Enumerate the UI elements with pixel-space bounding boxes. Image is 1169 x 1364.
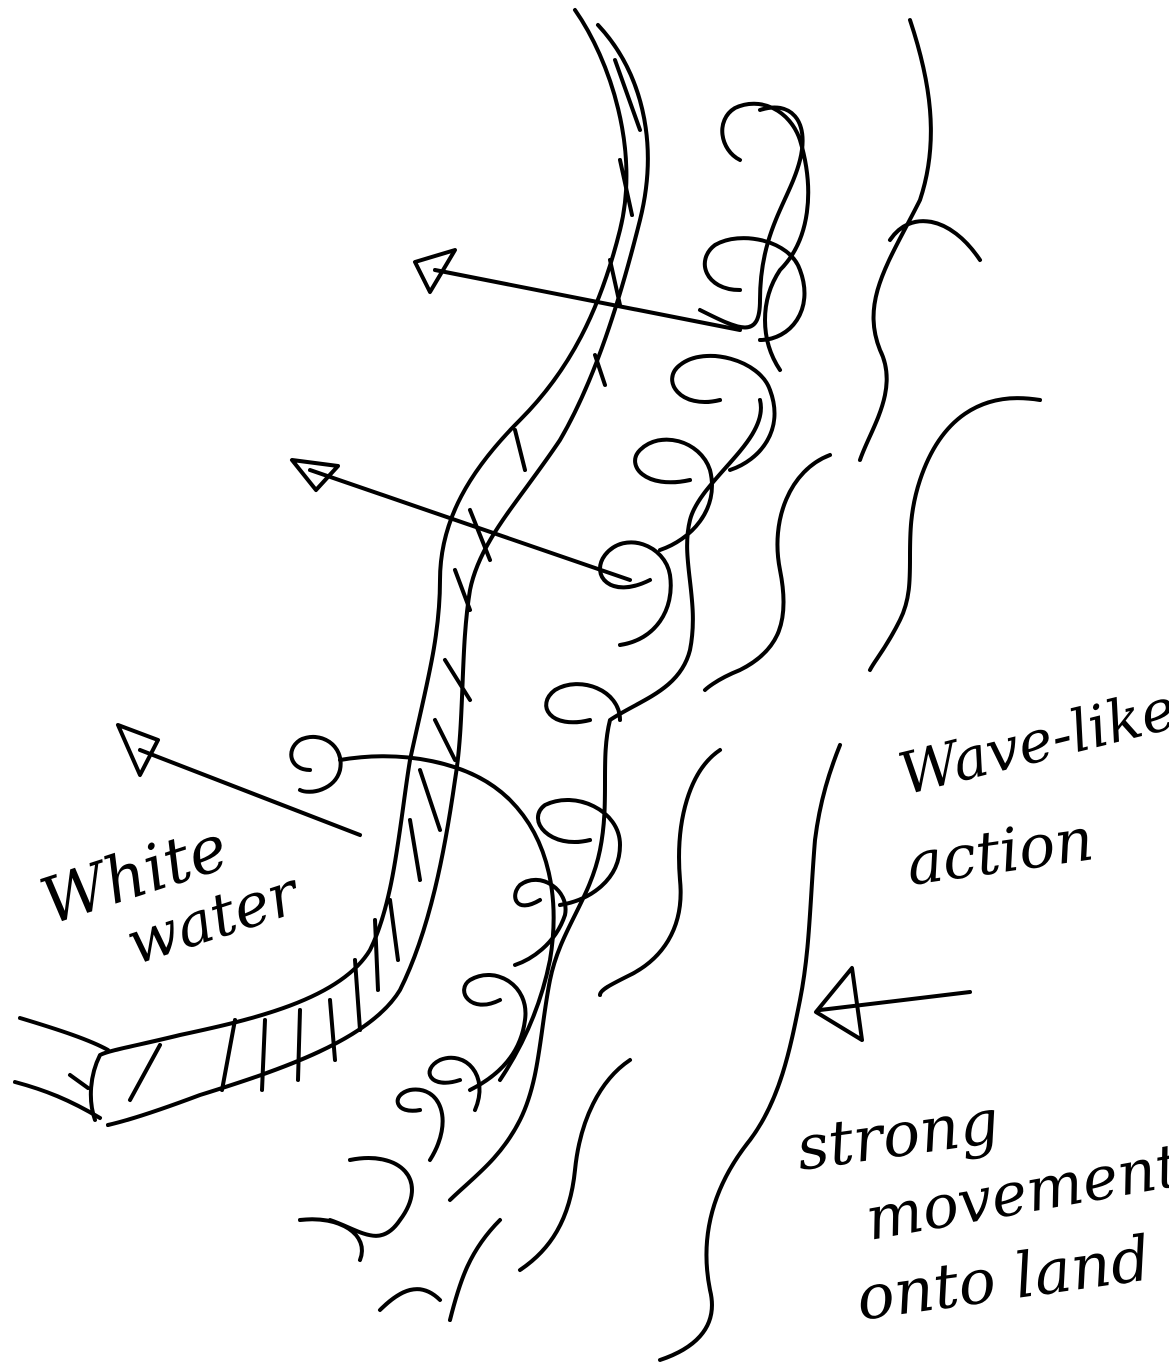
label-wave-like: Wave-like — [892, 674, 1169, 808]
arrow-lower — [118, 725, 360, 835]
arrow-onshore — [816, 968, 970, 1040]
swash-line-c — [300, 1219, 362, 1260]
wave-line-7 — [520, 1060, 630, 1270]
arrow-middle — [292, 460, 630, 580]
label-action: action — [902, 804, 1097, 899]
wave-curls — [291, 104, 808, 1160]
land-edge-tick — [70, 1075, 88, 1088]
wave-line-8 — [450, 1220, 500, 1320]
wave-line-6 — [660, 745, 840, 1360]
swash-line-d — [380, 1289, 440, 1310]
wave-line-5 — [600, 750, 720, 995]
land-edge-upper — [20, 1018, 108, 1050]
wave-line-2 — [890, 221, 980, 260]
wave-line-4 — [705, 455, 830, 690]
wave-line-3 — [870, 398, 1040, 670]
arrow-upper — [415, 250, 740, 330]
wave-line-1 — [860, 20, 931, 460]
